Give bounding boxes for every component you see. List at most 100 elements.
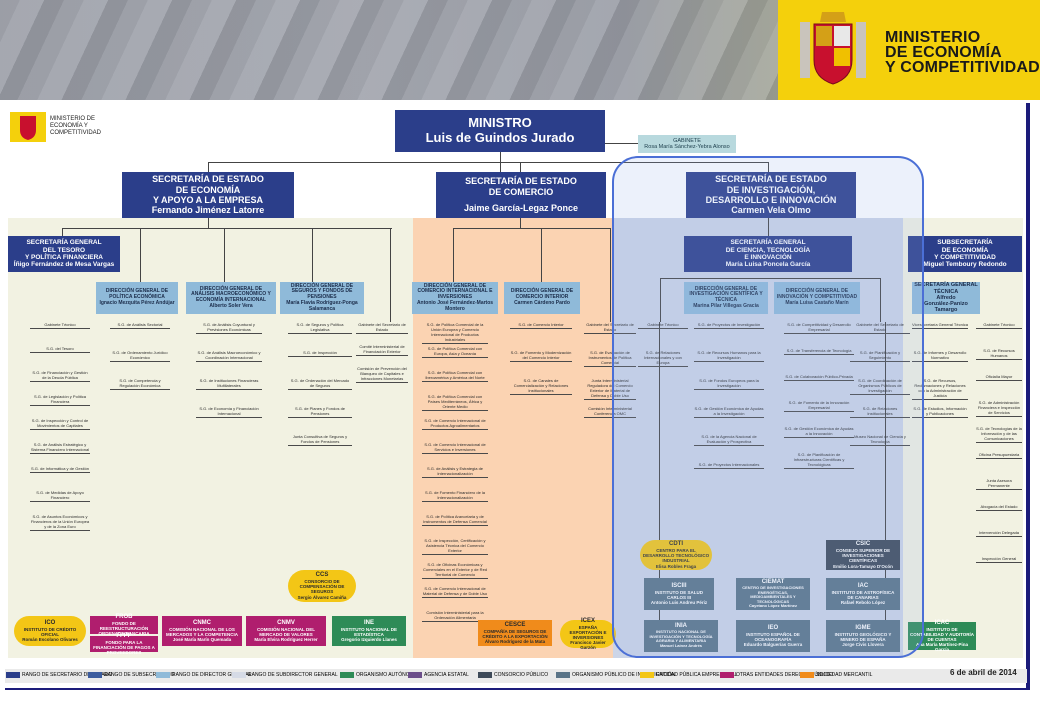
iac-entity[interactable]: IAC INSTITUTO DE ASTROFÍSICA DE CANARIAS… — [826, 578, 900, 610]
subdirection-item[interactable]: S.G. de Proyectos Internacionales — [694, 462, 764, 469]
subdirection-item[interactable]: S.G. de Relaciones Internacionales y con… — [638, 350, 688, 367]
dg-comercio-interior-box[interactable]: DIRECCIÓN GENERAL DE COMERCIO INTERIOR C… — [504, 282, 580, 314]
subdirection-item[interactable]: Vicesecretaría General Técnica — [912, 322, 968, 329]
inia-entity[interactable]: INIA INSTITUTO NACIONAL DE INVESTIGACIÓN… — [644, 620, 718, 652]
ieo-entity[interactable]: IEO INSTITUTO ESPAÑOL DE OCEANOGRAFÍA Ed… — [736, 620, 810, 652]
subdirection-item[interactable]: Gabinete Técnico — [976, 322, 1022, 329]
subdirection-item[interactable]: S.G. de Asuntos Económicos y Financieros… — [30, 514, 90, 531]
subdirection-item[interactable]: S.G. de Análisis Sectorial — [110, 322, 170, 329]
subdirection-item[interactable]: Inspección General — [976, 556, 1022, 563]
subdirection-item[interactable]: S.G. de Fomento Financiero de la Interna… — [422, 490, 488, 502]
subdirection-item[interactable]: S.G. de Gestión Económica de Ayudas a la… — [694, 406, 764, 418]
subsecretaria-box[interactable]: SUBSECRETARÍA DE ECONOMÍA Y COMPETITIVID… — [908, 236, 1022, 272]
subdirection-item[interactable]: S.G. de Inspección — [288, 350, 352, 357]
subdirection-item[interactable]: S.G. de Política Comercial con Iberoamér… — [422, 370, 488, 382]
subdirection-item[interactable]: S.G. de Fomento de la Innovación Empresa… — [784, 400, 854, 412]
se-economia-box[interactable]: SECRETARÍA DE ESTADO DE ECONOMÍA Y APOYO… — [122, 172, 294, 218]
se-investigacion-box[interactable]: SECRETARÍA DE ESTADO DE INVESTIGACIÓN, D… — [686, 172, 856, 218]
subdirection-item[interactable]: S.G. de Inspección, Certificación y Asis… — [422, 538, 488, 555]
se-comercio-box[interactable]: SECRETARÍA DE ESTADO DE COMERCIO Jaime G… — [436, 172, 606, 218]
ccs-entity[interactable]: CCS CONSORCIO DE COMPENSACIÓN DE SEGUROS… — [288, 570, 356, 602]
subdirection-item[interactable]: S.G. de Análisis Estratégico y Sistema F… — [30, 442, 90, 454]
subdirection-item[interactable]: Comisión Interministerial para la Ordena… — [422, 610, 488, 622]
subdirection-item[interactable]: S.G. de Planificación de Infraestructura… — [784, 452, 854, 469]
subdirection-item[interactable]: S.G. de Relaciones Institucionales — [850, 406, 910, 418]
subdirection-item[interactable]: S.G. de Política Comercial con Países Me… — [422, 394, 488, 411]
cdti-entity[interactable]: CDTI CENTRO PARA EL DESARROLLO TECNOLÓGI… — [640, 540, 712, 570]
subdirection-item[interactable]: Gabinete del Secretario de Estado — [850, 322, 910, 334]
subdirection-item[interactable]: S.G. de Competencia y Regulación Económi… — [110, 378, 170, 390]
subdirection-item[interactable]: S.G. de Análisis Macroeconómico y Coordi… — [196, 350, 262, 362]
dg-comercio-internacional-box[interactable]: DIRECCIÓN GENERAL DE COMERCIO INTERNACIO… — [412, 282, 498, 314]
isciii-entity[interactable]: ISCIII INSTITUTO DE SALUD CARLOS III Ant… — [644, 578, 714, 610]
subdirection-item[interactable]: Oficialía Mayor — [976, 374, 1022, 381]
subdirection-item[interactable]: S.G. de Gestión Económica de Ayudas a la… — [784, 426, 854, 438]
subdirection-item[interactable]: Junta Consultiva de Seguros y Fondos de … — [288, 434, 352, 446]
subdirection-item[interactable]: Junta Interministerial Reguladora del Co… — [584, 378, 636, 400]
subdirection-item[interactable]: S.G. de Legislación y Política Financier… — [30, 394, 90, 406]
subdirection-item[interactable]: S.G. de Recursos, Reclamaciones y Relaci… — [912, 378, 968, 400]
subdirection-item[interactable]: Gabinete del Secretario de Estado — [584, 322, 636, 334]
ciemat-entity[interactable]: CIEMAT CENTRO DE INVESTIGACIONES ENERGÉT… — [736, 578, 810, 610]
subdirection-item[interactable]: S.G. de Canales de Comercialización y Re… — [510, 378, 572, 395]
subdirection-item[interactable]: S.G. de Colaboración Público-Privada — [784, 374, 854, 381]
subdirection-item[interactable]: S.G. de Seguros y Política Legislativa — [288, 322, 352, 334]
subdirection-item[interactable]: Comité Interministerial de Financiación … — [356, 344, 408, 356]
csic-entity[interactable]: CSIC CONSEJO SUPERIOR DE INVESTIGACIONES… — [826, 540, 900, 570]
subdirection-item[interactable]: S.G. de Comercio Internacional de Produc… — [422, 418, 488, 430]
subdirection-item[interactable]: S.G. de Estudios, Información y Publicac… — [912, 406, 968, 418]
subdirection-item[interactable]: S.G. de Política Arancelaria y de Instru… — [422, 514, 488, 526]
subdirection-item[interactable]: Intervención Delegada — [976, 530, 1022, 537]
subdirection-item[interactable]: S.G. de Informes y Desarrollo Normativo — [912, 350, 968, 362]
subdirection-item[interactable]: S.G. de Ordenamiento Jurídico Económico — [110, 350, 170, 362]
subdirection-item[interactable]: S.G. de Análisis y Estrategia de Interna… — [422, 466, 488, 478]
ine-entity[interactable]: INE INSTITUTO NACIONAL DE ESTADÍSTICA Gr… — [332, 616, 406, 646]
cesce-entity[interactable]: CESCE COMPAÑÍA DE SEGUROS DE CRÉDITO A L… — [478, 620, 552, 646]
subdirection-item[interactable]: Comisión de Prevención del Blanqueo de C… — [356, 366, 408, 383]
subdirection-item[interactable]: S.G. de Coordinación de Organismos Públi… — [850, 378, 910, 395]
subdirection-item[interactable]: Museo Nacional de Ciencia y Tecnología — [850, 434, 910, 446]
subdirection-item[interactable]: S.G. de Financiación y Gestión de la Deu… — [30, 370, 90, 382]
subdirection-item[interactable]: S.G. de Comercio Internacional de Materi… — [422, 586, 488, 598]
subdirection-item[interactable]: Junta Asesora Permanente — [976, 478, 1022, 490]
subdirection-item[interactable]: S.G. de Política Comercial con Europa, A… — [422, 346, 488, 358]
subdirection-item[interactable]: S.G. de Tecnologías de la Información y … — [976, 426, 1022, 443]
subdirection-item[interactable]: S.G. de Administración Financiera e Insp… — [976, 400, 1022, 417]
subdirection-item[interactable]: S.G. de Comercio Internacional de Servic… — [422, 442, 488, 454]
subdirection-item[interactable]: S.G. de Planificación y Seguimiento — [850, 350, 910, 362]
subdirection-item[interactable]: S.G. de Transferencia de Tecnología — [784, 348, 854, 355]
dg-innovacion-box[interactable]: DIRECCIÓN GENERAL DE INNOVACIÓN Y COMPET… — [774, 282, 860, 314]
subdirection-item[interactable]: S.G. de Informática y de Gestión — [30, 466, 90, 473]
dg-politica-economica-box[interactable]: DIRECCIÓN GENERAL DE POLÍTICA ECONÓMICA … — [96, 282, 178, 314]
subdirection-item[interactable]: S.G. de Economía y Financiación Internac… — [196, 406, 262, 418]
subdirection-item[interactable]: S.G. de Planes y Fondos de Pensiones — [288, 406, 352, 418]
subdirection-item[interactable]: S.G. de Instituciones Financieras Multil… — [196, 378, 262, 390]
subdirection-item[interactable]: S.G. de Fomento y Modernización del Come… — [510, 350, 572, 362]
subdirection-item[interactable]: S.G. de Fondos Europeos para la Investig… — [694, 378, 764, 390]
subdirection-item[interactable]: Abogacía del Estado — [976, 504, 1022, 511]
sg-ciencia-box[interactable]: SECRETARÍA GENERAL DE CIENCIA, TECNOLOGÍ… — [684, 236, 852, 272]
subdirection-item[interactable]: S.G. de Evaluación de Instrumentos de Po… — [584, 350, 636, 367]
igme-entity[interactable]: IGME INSTITUTO GEOLÓGICO Y MINERO DE ESP… — [826, 620, 900, 652]
subdirection-item[interactable]: S.G. de la Agencia Nacional de Evaluació… — [694, 434, 764, 446]
subdirection-item[interactable]: S.G. de Medidas de Apoyo Financiero — [30, 490, 90, 502]
icex-entity[interactable]: ICEX ESPAÑA EXPORTACIÓN E INVERSIONES Fr… — [560, 618, 616, 650]
sg-tesoro-box[interactable]: SECRETARÍA GENERAL DEL TESORO Y POLÍTICA… — [8, 236, 120, 272]
subdirection-item[interactable]: S.G. de Análisis Coyuntural y Previsione… — [196, 322, 262, 334]
cnmc-entity[interactable]: CNMC COMISIÓN NACIONAL DE LOS MERCADOS Y… — [162, 616, 242, 646]
subdirection-item[interactable]: Comisión Interministerial Conferencia OM… — [584, 406, 636, 418]
subdirection-item[interactable]: S.G. de Oficinas Económicas y Comerciale… — [422, 562, 488, 579]
frob-entity[interactable]: FROB FONDO DE REESTRUCTURACIÓN ORDENADA … — [90, 614, 158, 636]
gabinete-box[interactable]: GABINETE Rosa María Sánchez-Yebra Alonso — [638, 135, 736, 153]
subdirection-item[interactable]: S.G. de Comercio Interior — [510, 322, 572, 329]
subdirection-item[interactable]: Oficina Presupuestaria — [976, 452, 1022, 459]
subdirection-item[interactable]: S.G. del Tesoro — [30, 346, 90, 353]
subdirection-item[interactable]: S.G. de Inspección y Control de Movimien… — [30, 418, 90, 430]
cnmv-entity[interactable]: CNMV COMISIÓN NACIONAL DEL MERCADO DE VA… — [246, 616, 326, 646]
subdirection-item[interactable]: S.G. de Recursos Humanos para la Investi… — [694, 350, 764, 362]
subdirection-item[interactable]: S.G. de Competitividad y Desarrollo Empr… — [784, 322, 854, 334]
subdirection-item[interactable]: S.G. de Ordenación del Mercado de Seguro… — [288, 378, 352, 390]
subdirection-item[interactable]: S.G. de Recursos Humanos — [976, 348, 1022, 360]
dg-seguros-box[interactable]: DIRECCIÓN GENERAL DE SEGUROS Y FONDOS DE… — [280, 282, 364, 314]
dg-analisis-macro-box[interactable]: DIRECCIÓN GENERAL DE ANÁLISIS MACROECONÓ… — [186, 282, 276, 314]
